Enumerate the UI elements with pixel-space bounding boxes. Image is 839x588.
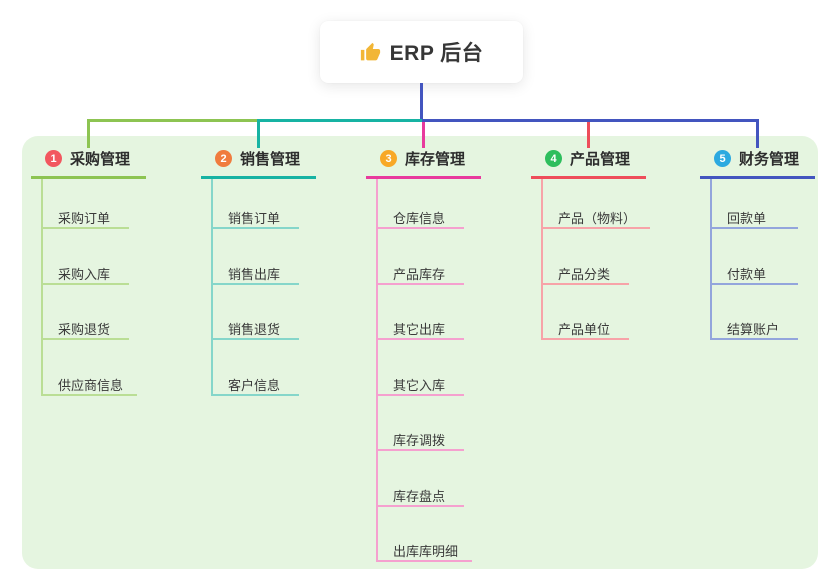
mindmap-child-node[interactable]: 出库库明细 — [376, 537, 473, 562]
branch-number-badge-4: 4 — [545, 150, 562, 167]
mindmap-child-node[interactable]: 采购入库 — [41, 260, 129, 285]
mindmap-child-node[interactable]: 其它出库 — [376, 315, 464, 340]
mindmap-child-node[interactable]: 结算账户 — [710, 315, 798, 340]
root-label: ERP 后台 — [389, 42, 484, 65]
mindmap-child-node[interactable]: 其它入库 — [376, 371, 464, 396]
background-panel — [22, 136, 818, 569]
branch-number-badge-2: 2 — [215, 150, 232, 167]
mindmap-child-node[interactable]: 库存盘点 — [376, 482, 464, 507]
branch-spine-4 — [541, 179, 543, 340]
branch-drop-2 — [257, 122, 260, 148]
root-node[interactable]: ERP 后台 — [320, 21, 523, 83]
bus-segment-green — [87, 119, 257, 122]
branch-underline-1 — [31, 176, 146, 179]
branch-underline-2 — [201, 176, 316, 179]
branch-label-1: 采购管理 — [70, 151, 131, 168]
branch-drop-1 — [87, 122, 90, 148]
branch-label-2: 销售管理 — [240, 151, 301, 168]
mindmap-child-node[interactable]: 采购订单 — [41, 204, 129, 229]
branch-number-badge-5: 5 — [714, 150, 731, 167]
mindmap-child-node[interactable]: 销售订单 — [211, 204, 299, 229]
branch-underline-5 — [700, 176, 815, 179]
branch-spine-5 — [710, 179, 712, 340]
branch-drop-4 — [587, 122, 590, 148]
mindmap-child-node[interactable]: 销售出库 — [211, 260, 299, 285]
mindmap-child-node[interactable]: 回款单 — [710, 204, 798, 229]
branch-header-3[interactable]: 3 库存管理 — [380, 148, 465, 169]
branch-number-badge-3: 3 — [380, 150, 397, 167]
mindmap-child-node[interactable]: 客户信息 — [211, 371, 299, 396]
root-connector-vertical — [420, 83, 423, 122]
mindmap-child-node[interactable]: 产品分类 — [541, 260, 629, 285]
branch-header-5[interactable]: 5 财务管理 — [714, 148, 799, 169]
branch-drop-5 — [756, 122, 759, 148]
mindmap-child-node[interactable]: 产品库存 — [376, 260, 464, 285]
mindmap-child-node[interactable]: 供应商信息 — [41, 371, 138, 396]
thumbs-up-icon — [360, 42, 380, 60]
branch-header-1[interactable]: 1 采购管理 — [45, 148, 130, 169]
mindmap-child-node[interactable]: 销售退货 — [211, 315, 299, 340]
mindmap-child-node[interactable]: 仓库信息 — [376, 204, 464, 229]
branch-underline-4 — [531, 176, 646, 179]
branch-header-2[interactable]: 2 销售管理 — [215, 148, 300, 169]
mindmap-child-node[interactable]: 采购退货 — [41, 315, 129, 340]
mindmap-child-node[interactable]: 产品单位 — [541, 315, 629, 340]
branch-spine-2 — [211, 179, 213, 396]
branch-label-4: 产品管理 — [570, 151, 631, 168]
bus-segment-indigo — [422, 119, 759, 122]
mindmap-child-node[interactable]: 库存调拨 — [376, 426, 464, 451]
branch-label-5: 财务管理 — [739, 151, 800, 168]
mindmap-child-node[interactable]: 产品（物料） — [541, 204, 651, 229]
branch-number-badge-1: 1 — [45, 150, 62, 167]
branch-underline-3 — [366, 176, 481, 179]
branch-spine-1 — [41, 179, 43, 396]
bus-segment-teal — [257, 119, 422, 122]
branch-drop-3 — [422, 122, 425, 148]
mindmap-child-node[interactable]: 付款单 — [710, 260, 798, 285]
branch-label-3: 库存管理 — [405, 151, 466, 168]
branch-header-4[interactable]: 4 产品管理 — [545, 148, 630, 169]
branch-spine-3 — [376, 179, 378, 562]
